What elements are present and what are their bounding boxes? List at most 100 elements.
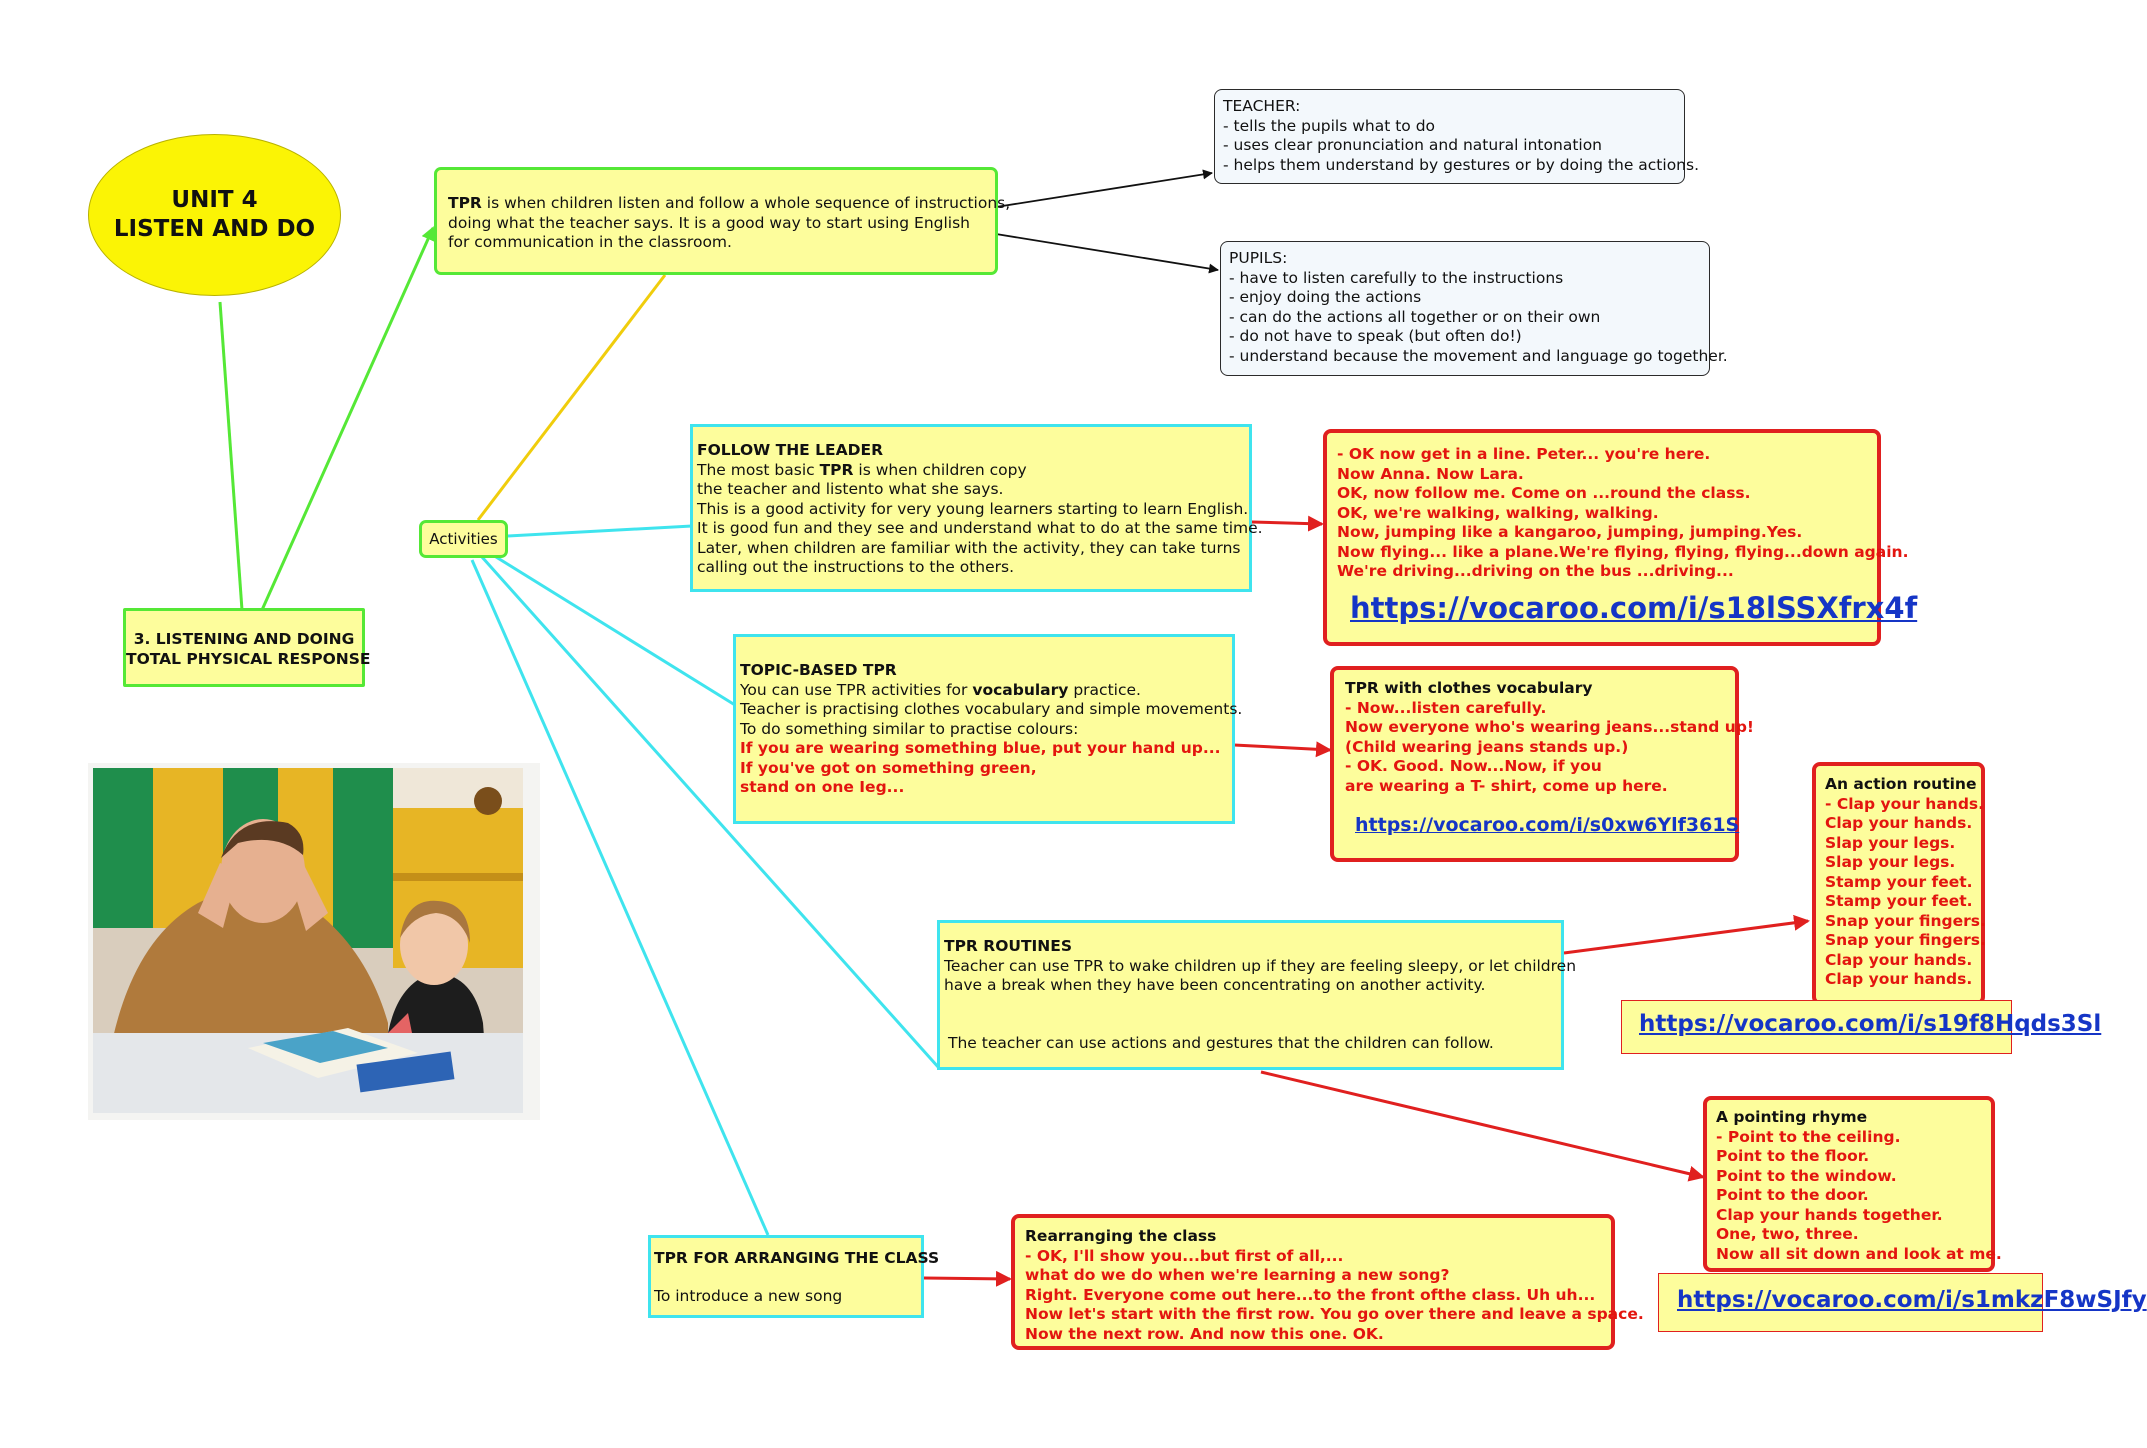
clothes-line: - Now...listen carefully. <box>1345 698 1547 717</box>
link-tpr-teacher <box>995 169 1213 208</box>
action-title: An action routine <box>1825 775 1977 793</box>
routines-line-2: have a break when they have been concent… <box>944 976 1486 994</box>
follow-example-line: Now, jumping like a kangaroo, jumping, j… <box>1337 523 1803 541</box>
action-line: Clap your hands. <box>1825 814 1973 832</box>
action-line: Snap your fingers. <box>1825 911 1986 930</box>
teacher-item: - helps them understand by gestures or b… <box>1223 155 1700 174</box>
activities-node: Activities <box>419 520 508 558</box>
teacher-node: TEACHER: - tells the pupils what to do -… <box>1214 89 1700 184</box>
link-follow-example <box>1251 515 1324 532</box>
pupils-item: - can do the actions all together or on … <box>1229 307 1601 326</box>
topic-line-3: To do something similar to practise colo… <box>740 719 1079 738</box>
follow-audio-link[interactable]: https://vocaroo.com/i/s18lSSXfrx4f <box>1350 591 1918 625</box>
clothes-vocabulary-node: TPR with clothes vocabulary - Now...list… <box>1330 666 1754 862</box>
clothes-title: TPR with clothes vocabulary <box>1345 679 1593 697</box>
link-activities-follow <box>506 524 693 538</box>
follow-leader-tpr-term: TPR <box>819 460 854 479</box>
pointing-line: - Point to the ceiling. <box>1716 1127 1901 1146</box>
topic-text: You can use TPR activities for <box>740 680 973 699</box>
routines-line-3: The teacher can use actions and gestures… <box>948 1033 1494 1052</box>
action-line: Clap your hands. <box>1825 970 1973 988</box>
follow-leader-line-1: The most basic TPR is when children copy <box>697 461 1249 481</box>
link-section-tpr <box>260 226 435 611</box>
rearranging-line: Now let's start with the first row. You … <box>1025 1305 1644 1323</box>
action-line: - Clap your hands. <box>1825 794 1985 813</box>
section-line-1: 3. LISTENING AND DOING <box>133 630 355 648</box>
teacher-heading: TEACHER: <box>1223 97 1301 115</box>
connector-lines <box>218 169 1810 1287</box>
topic-line-1: You can use TPR activities for vocabular… <box>740 681 1232 701</box>
follow-leader-text: is when children copy <box>853 460 1027 479</box>
action-audio-link[interactable]: https://vocaroo.com/i/s19f8Hqds3Sl <box>1639 1011 2102 1037</box>
rearranging-line: Right. Everyone come out here...to the f… <box>1025 1285 1596 1304</box>
rearranging-line: what do we do when we're learning a new … <box>1025 1266 1450 1284</box>
topic-example: If you are wearing something blue, put y… <box>740 739 1221 757</box>
action-line: Slap your legs. <box>1825 833 1956 852</box>
rearranging-line: - OK, I'll show you...but first of all,.… <box>1025 1246 1344 1265</box>
tpr-line-3: for communication in the classroom. <box>448 233 732 251</box>
teacher-item: - tells the pupils what to do <box>1223 116 1436 135</box>
unit-title-node: UNIT 4 LISTEN AND DO <box>88 134 341 296</box>
follow-leader-title: FOLLOW THE LEADER <box>697 441 884 459</box>
rearranging-node: Rearranging the class - OK, I'll show yo… <box>1011 1214 1644 1350</box>
link-activities-topic <box>487 550 736 707</box>
teacher-child-photo <box>88 763 540 1120</box>
link-routines-action <box>1563 914 1810 955</box>
follow-leader-line-4: It is good fun and they see and understa… <box>697 519 1263 537</box>
unit-title: LISTEN AND DO <box>113 216 316 242</box>
pointing-link-panel: https://vocaroo.com/i/s1mkzF8wSJfy <box>1658 1273 2147 1332</box>
pupils-item: - do not have to speak (but often do!) <box>1229 327 1522 345</box>
clothes-audio-link[interactable]: https://vocaroo.com/i/s0xw6Ylf361S <box>1355 814 1740 836</box>
link-activities-routines <box>480 556 941 1069</box>
arranging-class-node: TPR FOR ARRANGING THE CLASS To introduce… <box>648 1235 940 1318</box>
link-activities-arranging <box>470 559 770 1236</box>
routines-line-1: Teacher can use TPR to wake children up … <box>944 956 1577 975</box>
topic-example: If you've got on something green, <box>740 758 1037 777</box>
rearranging-title: Rearranging the class <box>1025 1227 1217 1245</box>
arranging-title: TPR FOR ARRANGING THE CLASS <box>654 1249 940 1267</box>
action-routine-node: An action routine - Clap your hands. Cla… <box>1812 762 1986 1005</box>
link-topic-clothes <box>1233 741 1332 758</box>
pointing-line: Point to the door. <box>1716 1186 1869 1204</box>
link-tpr-pupils <box>995 233 1219 274</box>
follow-leader-node: FOLLOW THE LEADER The most basic TPR is … <box>690 424 1263 592</box>
pupils-item: - have to listen carefully to the instru… <box>1229 268 1564 287</box>
link-arranging-rearranging <box>923 1270 1012 1287</box>
clothes-line: Now everyone who's wearing jeans...stand… <box>1345 718 1754 736</box>
pupils-heading: PUPILS: <box>1229 249 1288 267</box>
topic-title: TOPIC-BASED TPR <box>740 661 897 679</box>
pointing-rhyme-node: A pointing rhyme - Point to the ceiling.… <box>1703 1096 2002 1272</box>
pointing-line: Point to the window. <box>1716 1166 1897 1185</box>
action-line: Stamp your feet. <box>1825 892 1973 910</box>
unit-number: UNIT 4 <box>171 187 258 213</box>
topic-vocabulary-term: vocabulary <box>972 680 1069 699</box>
routines-title: TPR ROUTINES <box>944 937 1073 955</box>
follow-leader-text: The most basic <box>697 460 820 479</box>
follow-example-line: OK, we're walking, walking, walking. <box>1337 503 1659 522</box>
pointing-line: Point to the floor. <box>1716 1147 1870 1165</box>
follow-example-line: We're driving...driving on the bus ...dr… <box>1337 562 1734 580</box>
action-link-panel: https://vocaroo.com/i/s19f8Hqds3Sl <box>1621 1000 2101 1054</box>
tpr-line-1-text: is when children listen and follow a who… <box>481 194 1011 212</box>
clothes-line: - OK. Good. Now...Now, if you <box>1345 757 1602 775</box>
follow-leader-line-5: Later, when children are familiar with t… <box>697 538 1241 557</box>
clothes-line: are wearing a T- shirt, come up here. <box>1345 776 1668 795</box>
tpr-line-1: TPR is when children listen and follow a… <box>448 194 1010 214</box>
topic-based-node: TOPIC-BASED TPR You can use TPR activiti… <box>733 634 1242 824</box>
action-line: Snap your fingers. <box>1825 931 1986 949</box>
pointing-audio-link[interactable]: https://vocaroo.com/i/s1mkzF8wSJfy <box>1677 1287 2147 1313</box>
tpr-routines-node: TPR ROUTINES Teacher can use TPR to wake… <box>937 920 1577 1070</box>
section-node: 3. LISTENING AND DOING TOTAL PHYSICAL RE… <box>123 608 370 687</box>
photo-illustration <box>93 768 523 1113</box>
action-line: Clap your hands. <box>1825 950 1973 969</box>
activities-label: Activities <box>429 530 498 548</box>
action-line: Stamp your feet. <box>1825 872 1973 891</box>
pointing-line: One, two, three. <box>1716 1225 1859 1243</box>
link-unit-section <box>218 301 244 611</box>
topic-text: practice. <box>1068 680 1141 699</box>
follow-example-line: Now Anna. Now Lara. <box>1337 464 1524 483</box>
rearranging-line: Now the next row. And now this one. OK. <box>1025 1324 1384 1343</box>
clothes-line: (Child wearing jeans stands up.) <box>1345 737 1629 756</box>
follow-example-node: - OK now get in a line. Peter... you're … <box>1323 429 1917 646</box>
follow-example-line: Now flying... like a plane.We're flying,… <box>1337 542 1909 561</box>
